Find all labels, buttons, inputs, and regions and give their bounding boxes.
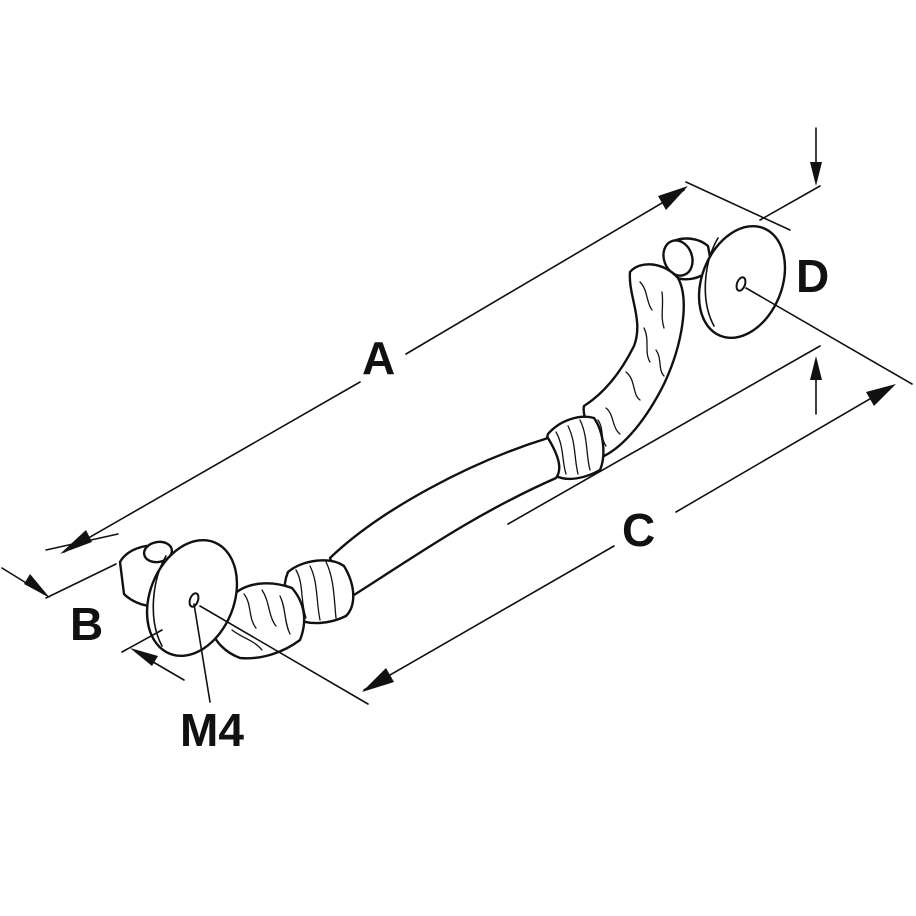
dim-c-line-lower	[363, 545, 615, 691]
dim-c-extension-left	[199, 605, 369, 705]
dim-b-arrow-top	[24, 574, 50, 598]
dim-b-extension	[45, 563, 117, 599]
dim-a-line-upper	[405, 189, 685, 355]
dim-d-extension-top	[759, 185, 821, 221]
label-a: A	[362, 332, 395, 384]
grip	[328, 436, 561, 602]
dim-d-arrow-bottom	[810, 356, 822, 380]
thread-leader	[193, 603, 211, 703]
dimension-d: D	[507, 127, 829, 525]
left-rosette	[145, 538, 239, 658]
handle	[118, 224, 787, 660]
right-arm	[582, 263, 685, 458]
left-screw-hole	[188, 592, 200, 608]
thread-callout: M4	[180, 603, 244, 756]
dim-d-arrow-top	[810, 162, 822, 186]
dim-d-extension-bottom	[507, 345, 821, 525]
label-m4: M4	[180, 704, 244, 756]
dim-c-arrow-right	[866, 384, 896, 406]
dim-b-arrow-bottom	[130, 648, 158, 666]
label-b: B	[70, 598, 103, 650]
dim-a-arrow-right	[658, 186, 688, 210]
right-screw-hole	[735, 276, 747, 292]
dimension-b: B	[1, 563, 185, 681]
label-c: C	[622, 504, 655, 556]
label-d: D	[796, 250, 829, 302]
dim-a-extension-right	[685, 181, 791, 231]
dim-a-line-lower	[63, 381, 361, 553]
dimension-c: C	[199, 287, 913, 705]
dimension-a: A	[45, 181, 791, 554]
dim-a-arrow-left	[60, 530, 92, 554]
dim-c-arrow-left	[362, 668, 394, 692]
right-rosette	[697, 224, 787, 340]
dim-b-extension-lower	[121, 629, 163, 653]
dim-c-line-upper	[675, 385, 893, 513]
dim-c-extension-right	[745, 287, 913, 385]
